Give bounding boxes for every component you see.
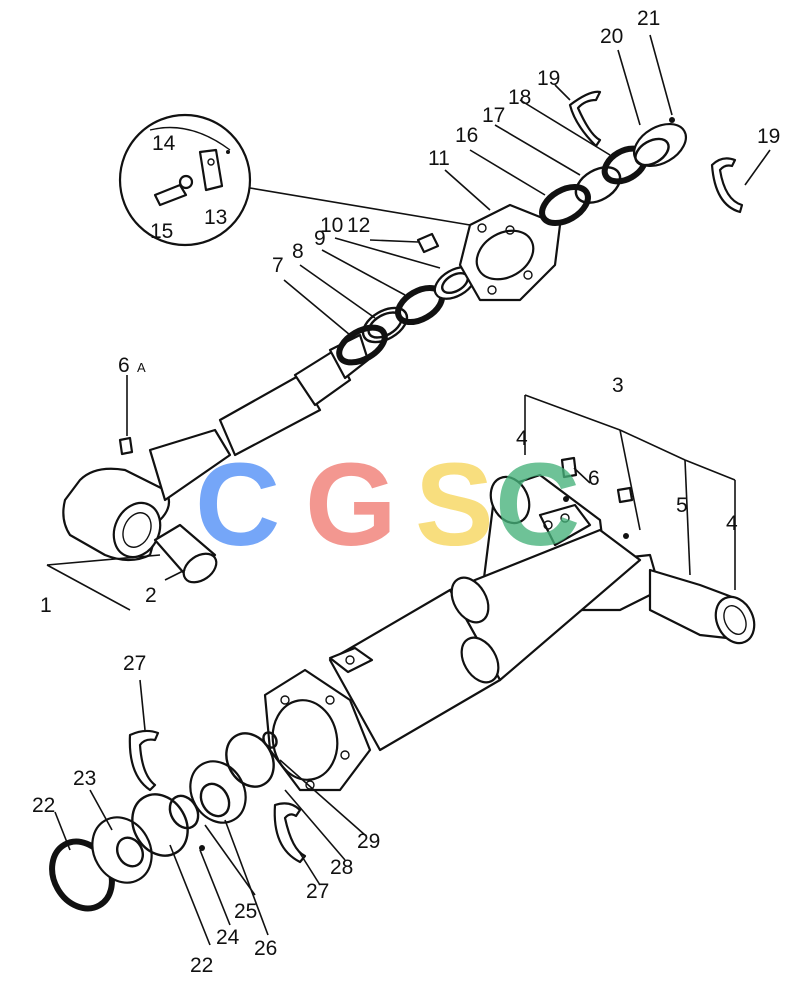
label-21: 21 xyxy=(637,7,660,30)
label-19-right: 19 xyxy=(757,125,780,148)
label-29: 29 xyxy=(357,830,380,853)
label-27-top: 27 xyxy=(123,652,146,675)
watermark-letter-c2: C xyxy=(495,439,580,571)
label-26: 26 xyxy=(254,937,277,960)
label-20: 20 xyxy=(600,25,623,48)
label-10: 10 xyxy=(320,214,343,237)
label-17: 17 xyxy=(482,104,505,127)
leader-lines xyxy=(46,34,771,946)
label-8: 8 xyxy=(292,240,304,263)
label-5: 5 xyxy=(676,494,688,517)
watermark-letter-c1: C xyxy=(195,439,280,571)
label-11: 11 xyxy=(428,147,450,170)
watermark-letter-s: S xyxy=(415,439,494,571)
label-23: 23 xyxy=(73,767,96,790)
label-25: 25 xyxy=(234,900,257,923)
part-labels: 1 2 3 4 4 5 6 6 A 7 8 9 10 12 11 13 14 1… xyxy=(32,7,780,977)
label-24: 24 xyxy=(216,926,240,949)
label-22-bottom: 22 xyxy=(190,954,213,977)
label-2: 2 xyxy=(145,584,157,607)
label-18: 18 xyxy=(508,86,531,109)
label-22-left: 22 xyxy=(32,794,55,817)
label-7: 7 xyxy=(272,254,284,277)
cylinder-barrel xyxy=(263,456,756,792)
label-6a: 6 xyxy=(118,354,130,377)
label-15: 15 xyxy=(150,220,173,243)
label-13: 13 xyxy=(204,206,227,229)
label-27-bottom: 27 xyxy=(306,880,329,903)
cgsc-watermark: C G S C xyxy=(195,439,580,571)
piston-rod xyxy=(62,333,370,584)
label-3: 3 xyxy=(612,374,624,397)
label-1: 1 xyxy=(40,594,52,617)
label-16: 16 xyxy=(455,124,478,147)
label-12: 12 xyxy=(347,214,370,237)
label-4-top: 4 xyxy=(516,427,528,450)
rod-seal-stack xyxy=(336,90,744,366)
detail-inset xyxy=(118,113,471,247)
label-9: 9 xyxy=(314,227,326,250)
label-19-top: 19 xyxy=(537,67,560,90)
end-cap-stack xyxy=(49,729,307,912)
label-4-right: 4 xyxy=(726,512,738,535)
label-28: 28 xyxy=(330,856,353,879)
label-6a-suffix: A xyxy=(137,360,146,375)
watermark-letter-g: G xyxy=(305,439,397,571)
label-14: 14 xyxy=(152,132,176,155)
label-6: 6 xyxy=(588,467,600,490)
